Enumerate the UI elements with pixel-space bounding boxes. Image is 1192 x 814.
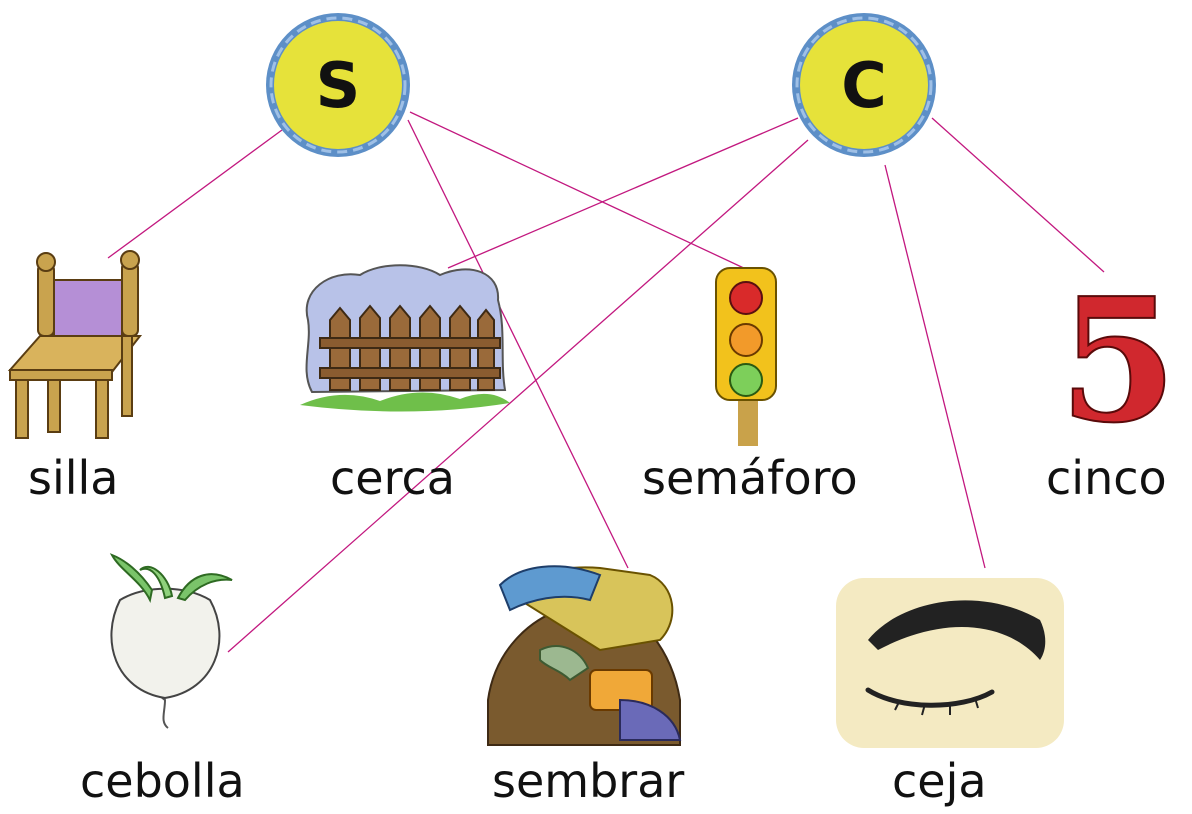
word-cinco: cinco xyxy=(1046,451,1167,505)
fence-icon[interactable] xyxy=(300,264,510,412)
word-cerca: cerca xyxy=(330,451,455,505)
line-s-silla xyxy=(107,129,283,259)
connector-lines xyxy=(107,111,1105,653)
word-semaforo: semáforo xyxy=(642,451,858,505)
letter-s-label: S xyxy=(316,49,361,122)
word-sembrar: sembrar xyxy=(492,754,685,808)
svg-text:5: 5 xyxy=(1059,261,1177,461)
word-ceja: ceja xyxy=(892,754,987,808)
letter-c-label: C xyxy=(841,49,887,122)
letter-circle-s[interactable]: S xyxy=(266,13,410,157)
line-c-cerca xyxy=(447,117,799,269)
onion-icon[interactable] xyxy=(109,553,233,729)
word-silla: silla xyxy=(28,451,119,505)
line-c-ceja xyxy=(884,164,986,569)
letter-circle-c[interactable]: C xyxy=(792,13,936,157)
chair-icon[interactable] xyxy=(7,250,143,439)
line-c-cebolla xyxy=(227,139,809,653)
number-five-icon[interactable]: 5 xyxy=(1058,260,1178,462)
line-c-cinco xyxy=(931,117,1105,273)
line-s-semaforo xyxy=(409,111,749,271)
traffic-light-icon[interactable] xyxy=(715,267,777,446)
word-cebolla: cebolla xyxy=(80,754,245,808)
eyebrow-icon[interactable] xyxy=(836,578,1064,748)
line-s-sembrar xyxy=(407,119,629,569)
planting-icon[interactable] xyxy=(487,565,682,746)
